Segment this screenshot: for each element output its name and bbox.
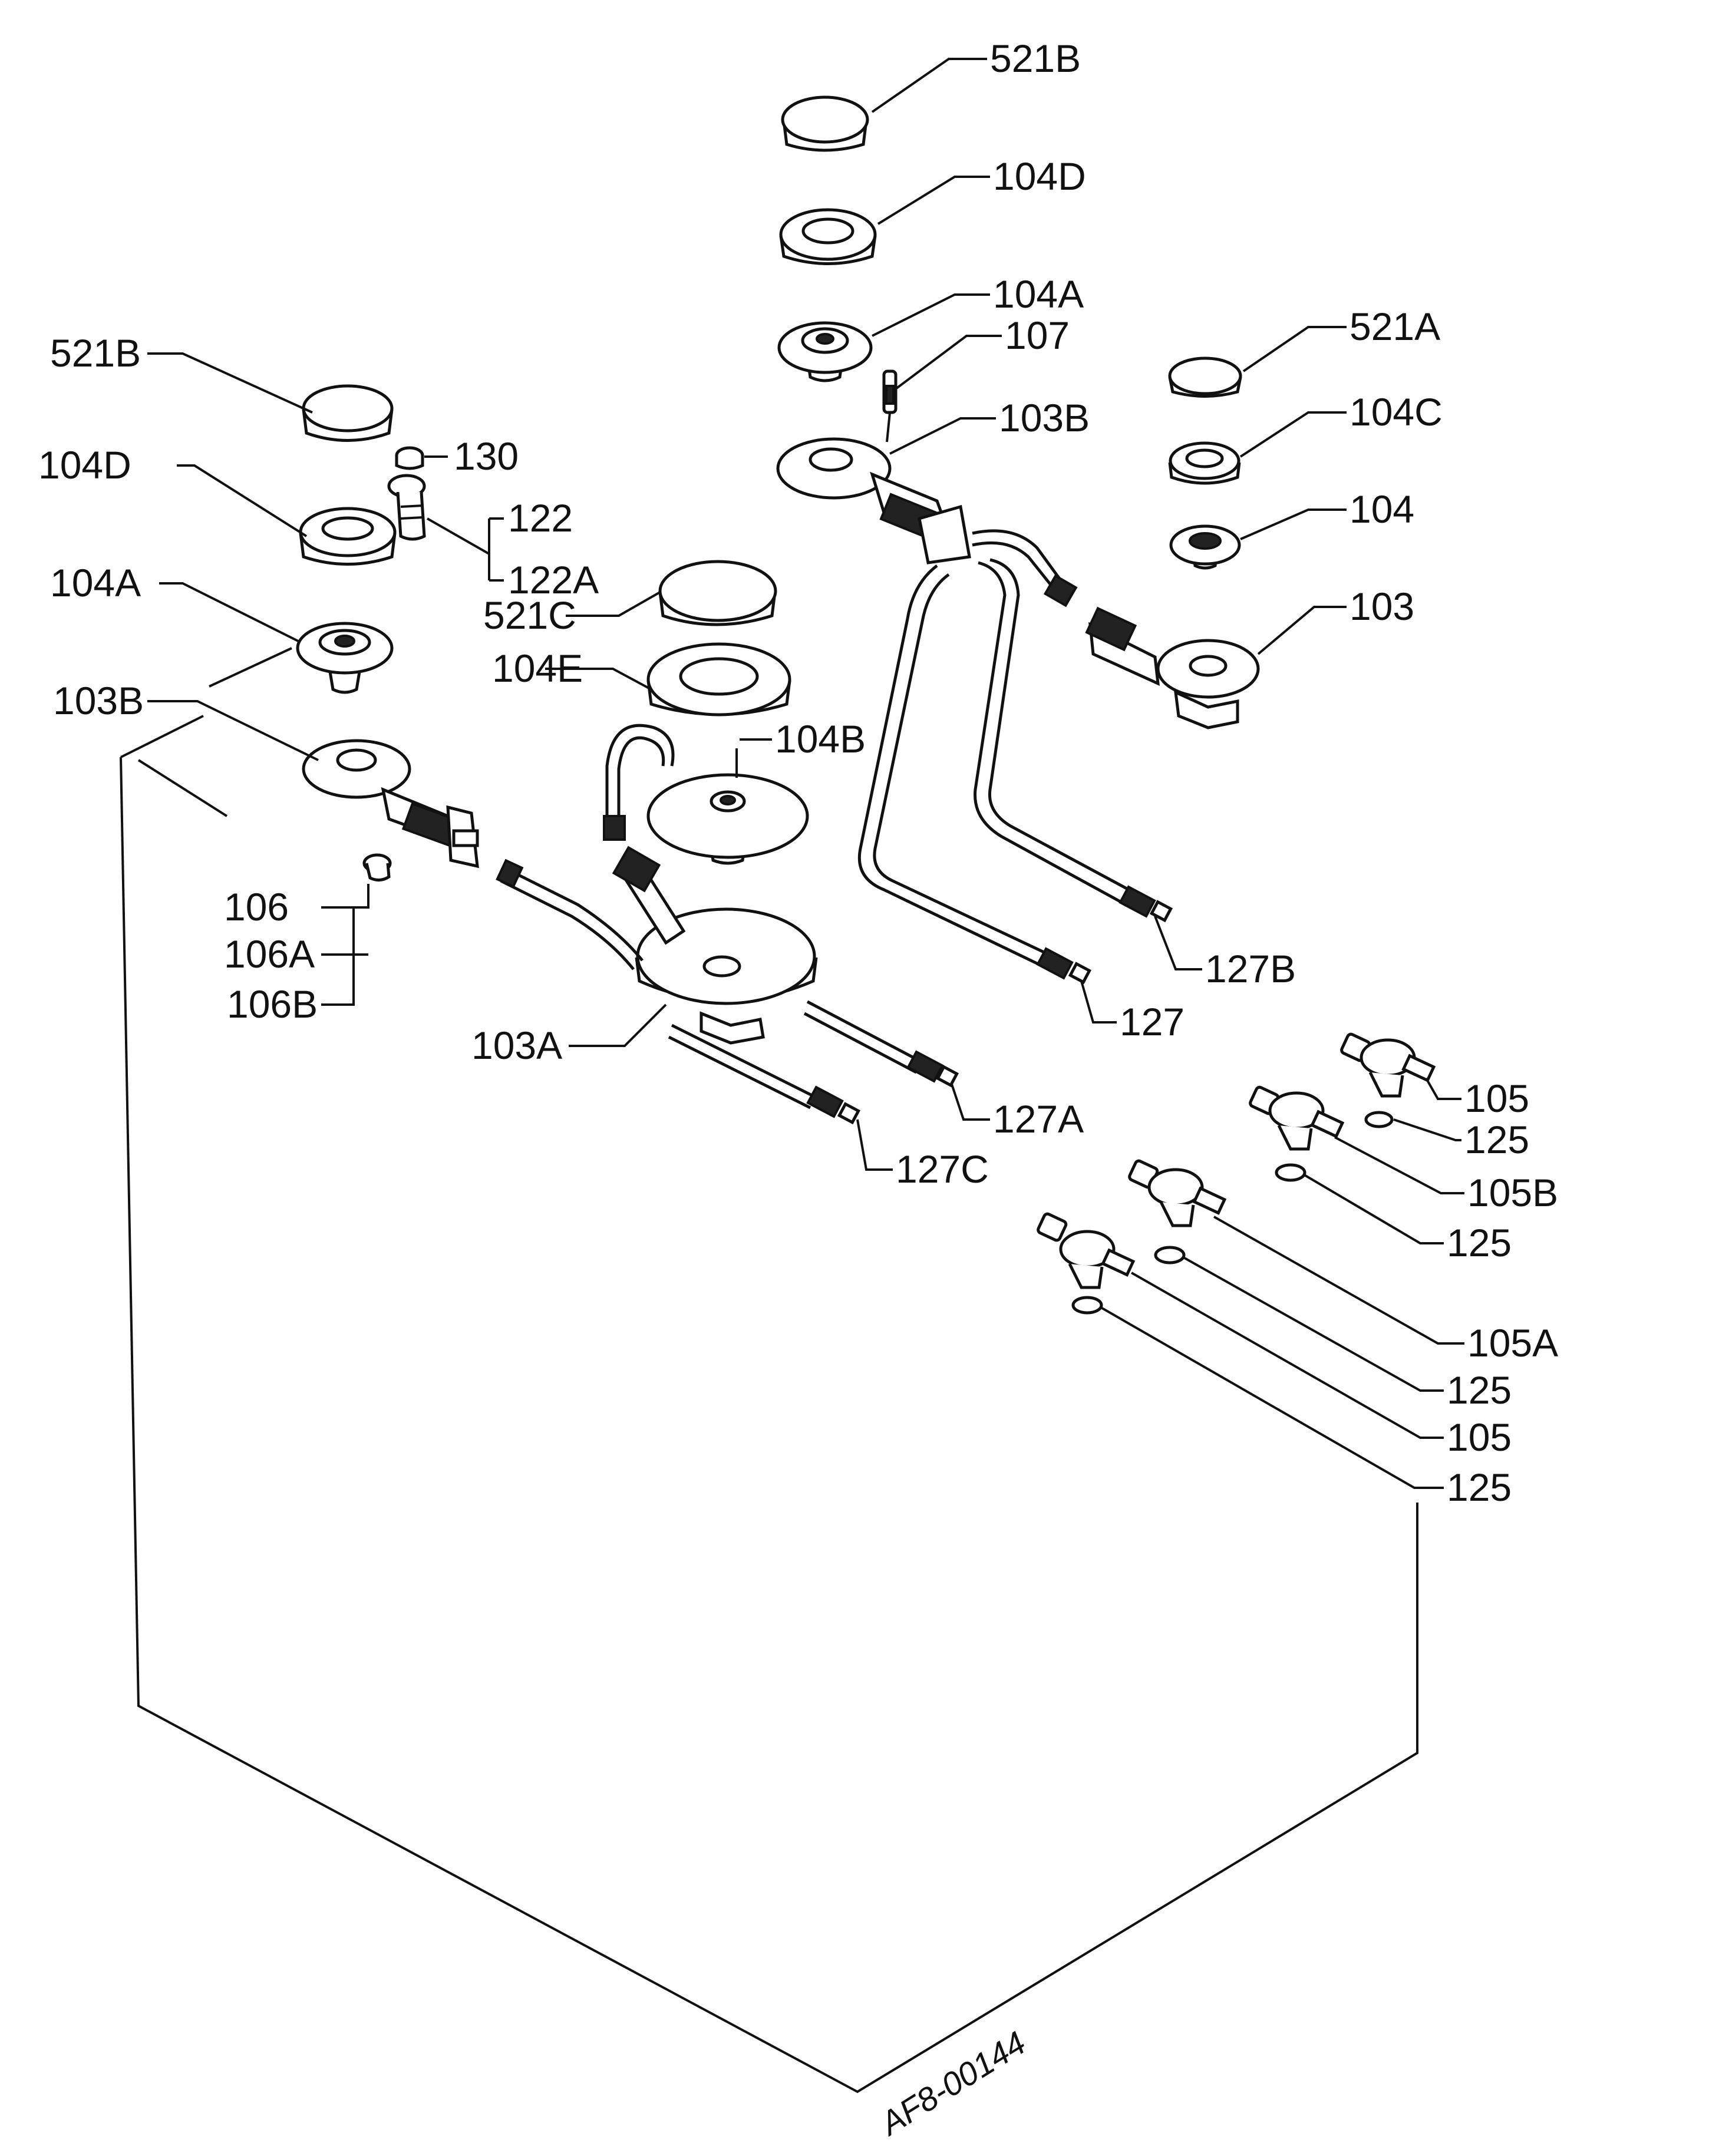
- label-106B: 106B: [227, 982, 318, 1026]
- thermocouple-107: [882, 369, 898, 443]
- label-125-d: 125: [1447, 1465, 1512, 1509]
- label-104C: 104C: [1350, 390, 1443, 434]
- label-521C: 521C: [483, 593, 576, 637]
- label-104D-top: 104D: [993, 154, 1086, 198]
- burner-cap-521A: [1168, 356, 1242, 398]
- burner-cap-521B-left: [302, 384, 394, 442]
- label-103A: 103A: [471, 1023, 562, 1067]
- label-103B-top: 103B: [999, 396, 1090, 440]
- gas-tap-105B: [1249, 1085, 1345, 1151]
- washer-125-b: [1275, 1163, 1306, 1182]
- label-127C: 127C: [896, 1147, 989, 1191]
- label-105A: 105A: [1467, 1321, 1558, 1365]
- label-105B: 105B: [1467, 1171, 1558, 1214]
- label-107: 107: [1005, 313, 1070, 357]
- burner-cap-521B-top: [781, 95, 869, 152]
- drawing-reference-code: AF8-00144: [872, 2024, 1032, 2143]
- label-104A-left: 104A: [50, 561, 141, 605]
- spreader-104E: [646, 642, 791, 717]
- label-105-b: 105: [1447, 1415, 1512, 1459]
- spreader-104A-top: [777, 321, 873, 382]
- label-104B: 104B: [775, 717, 866, 761]
- label-521A: 521A: [1350, 305, 1440, 348]
- pilot-part-130: [395, 446, 424, 470]
- label-103: 103: [1350, 585, 1414, 628]
- spreader-104B: [646, 773, 809, 865]
- label-521B-left: 521B: [50, 331, 141, 375]
- label-122A: 122A: [508, 558, 599, 602]
- burner-cap-521C: [658, 560, 777, 626]
- spreader-104C: [1168, 441, 1241, 485]
- spreader-104A-left: [296, 622, 394, 694]
- injector-106: [362, 853, 392, 881]
- label-127A: 127A: [993, 1097, 1084, 1141]
- spreader-104D-left: [299, 507, 397, 566]
- burner-body-103B-left: [302, 739, 479, 869]
- injector-holder-122: [387, 474, 426, 541]
- label-106A: 106A: [224, 932, 315, 976]
- label-127: 127: [1120, 1000, 1185, 1044]
- label-104D-left: 104D: [38, 443, 131, 487]
- washer-125-d: [1071, 1296, 1103, 1315]
- label-122: 122: [508, 496, 573, 540]
- label-130: 130: [454, 434, 519, 478]
- label-104E: 104E: [492, 646, 583, 690]
- gas-tap-105A: [1128, 1159, 1227, 1227]
- label-127B: 127B: [1205, 947, 1296, 990]
- gas-tap-105-a: [1340, 1032, 1436, 1098]
- gas-pipes: [496, 529, 1173, 1125]
- label-125-a: 125: [1464, 1118, 1529, 1161]
- washer-125-a: [1364, 1111, 1394, 1128]
- label-106: 106: [224, 885, 289, 929]
- washer-125-c: [1154, 1246, 1186, 1264]
- label-104A-top: 104A: [993, 272, 1084, 316]
- spreader-104: [1169, 524, 1241, 570]
- label-104: 104: [1350, 487, 1414, 531]
- label-125-c: 125: [1447, 1368, 1512, 1412]
- label-125-b: 125: [1447, 1221, 1512, 1264]
- label-521B-top: 521B: [990, 37, 1081, 80]
- burner-body-103B-top: [776, 437, 971, 564]
- burner-body-103A: [612, 846, 818, 1045]
- gas-tap-105-b: [1037, 1212, 1136, 1289]
- part-labels: 521B 104D 104A 107 103B 521A 104C 104 10…: [38, 37, 1558, 1509]
- leader-lines: [147, 58, 1464, 1489]
- hob-outline: [120, 715, 1418, 2094]
- label-103B-left: 103B: [53, 679, 144, 722]
- spreader-104D-top: [779, 208, 877, 265]
- burner-body-103: [1085, 606, 1260, 729]
- label-105-a: 105: [1464, 1077, 1529, 1120]
